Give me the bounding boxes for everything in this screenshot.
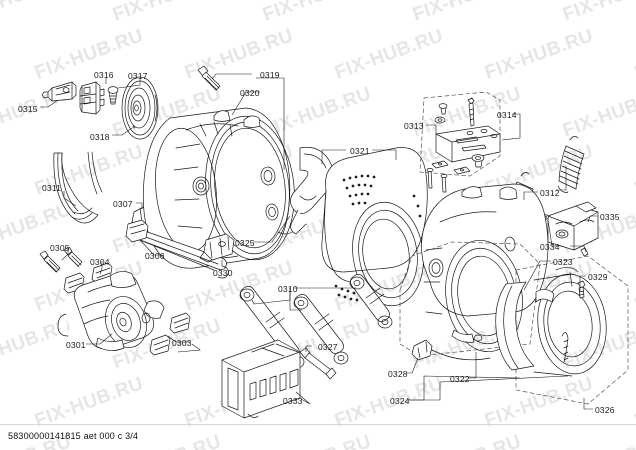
part-label-0305: 0305 — [50, 243, 70, 253]
part-label-0320: 0320 — [240, 88, 260, 98]
part-label-0325: 0325 — [235, 238, 255, 248]
footer-divider — [0, 424, 636, 425]
part-0326-bellows-group — [515, 255, 629, 405]
part-label-0318: 0318 — [90, 132, 110, 142]
part-label-0322: 0322 — [450, 374, 470, 384]
part-label-0306: 0306 — [145, 251, 165, 261]
part-0328-tub-clip — [399, 241, 541, 361]
part-label-0312: 0312 — [540, 188, 560, 198]
part-label-0317: 0317 — [128, 71, 148, 81]
part-label-0333: 0333 — [283, 396, 303, 406]
part-label-0328: 0328 — [388, 369, 408, 379]
part-label-0327: 0327 — [318, 342, 338, 352]
part-label-0321: 0321 — [350, 146, 370, 156]
part-label-0315: 0315 — [18, 104, 38, 114]
part-label-0310: 0310 — [278, 284, 298, 294]
part-label-0316: 0316 — [94, 70, 114, 80]
part-0321-drum — [321, 147, 428, 307]
part-label-0326: 0326 — [595, 405, 615, 415]
part-0330-heater-clip — [199, 233, 235, 263]
part-0301-drive-motor — [57, 271, 165, 351]
part-0314-counterweight-top — [426, 125, 501, 193]
part-0317-pulley-bolt — [107, 86, 119, 105]
part-0316-tacho-connector — [79, 81, 105, 115]
part-0318-drum-pulley — [121, 76, 159, 140]
part-label-0335: 0335 — [600, 212, 620, 222]
part-0303-motor-screws — [149, 312, 191, 356]
part-0320-tub-rear-half — [142, 107, 295, 269]
part-label-0307: 0307 — [113, 199, 133, 209]
part-0327-shock-bolt — [299, 347, 337, 380]
footer-text: 58300000141815 aet 000 c 3/4 — [8, 431, 139, 441]
leader-lines — [40, 73, 598, 410]
part-0306-heating-element — [125, 219, 229, 279]
part-0325-tub-support-strut — [277, 146, 334, 235]
part-label-0303: 0303 — [172, 338, 192, 348]
part-0311-drive-belt — [53, 151, 103, 224]
part-label-0313: 0313 — [404, 121, 424, 131]
part-label-0314: 0314 — [497, 110, 517, 120]
part-label-0324: 0324 — [390, 396, 410, 406]
part-label-0301: 0301 — [66, 340, 86, 350]
part-0333-dispenser-block — [221, 339, 301, 419]
part-label-0304: 0304 — [90, 257, 110, 267]
part-label-0323: 0323 — [553, 257, 573, 267]
part-0319-tub-screw — [197, 65, 221, 91]
part-label-0329: 0329 — [588, 272, 608, 282]
part-label-0319: 0319 — [260, 70, 280, 80]
part-0310-shock-absorbers — [239, 274, 393, 369]
part-0324-door-seal — [495, 273, 607, 377]
part-label-0330: 0330 — [213, 268, 233, 278]
part-label-0334: 0334 — [540, 242, 560, 252]
part-0323-bellows-clamp — [535, 267, 579, 363]
part-label-0311: 0311 — [42, 183, 62, 193]
part-0315-sensor-bracket — [41, 81, 77, 102]
part-0313-counterweight-group — [419, 91, 501, 177]
